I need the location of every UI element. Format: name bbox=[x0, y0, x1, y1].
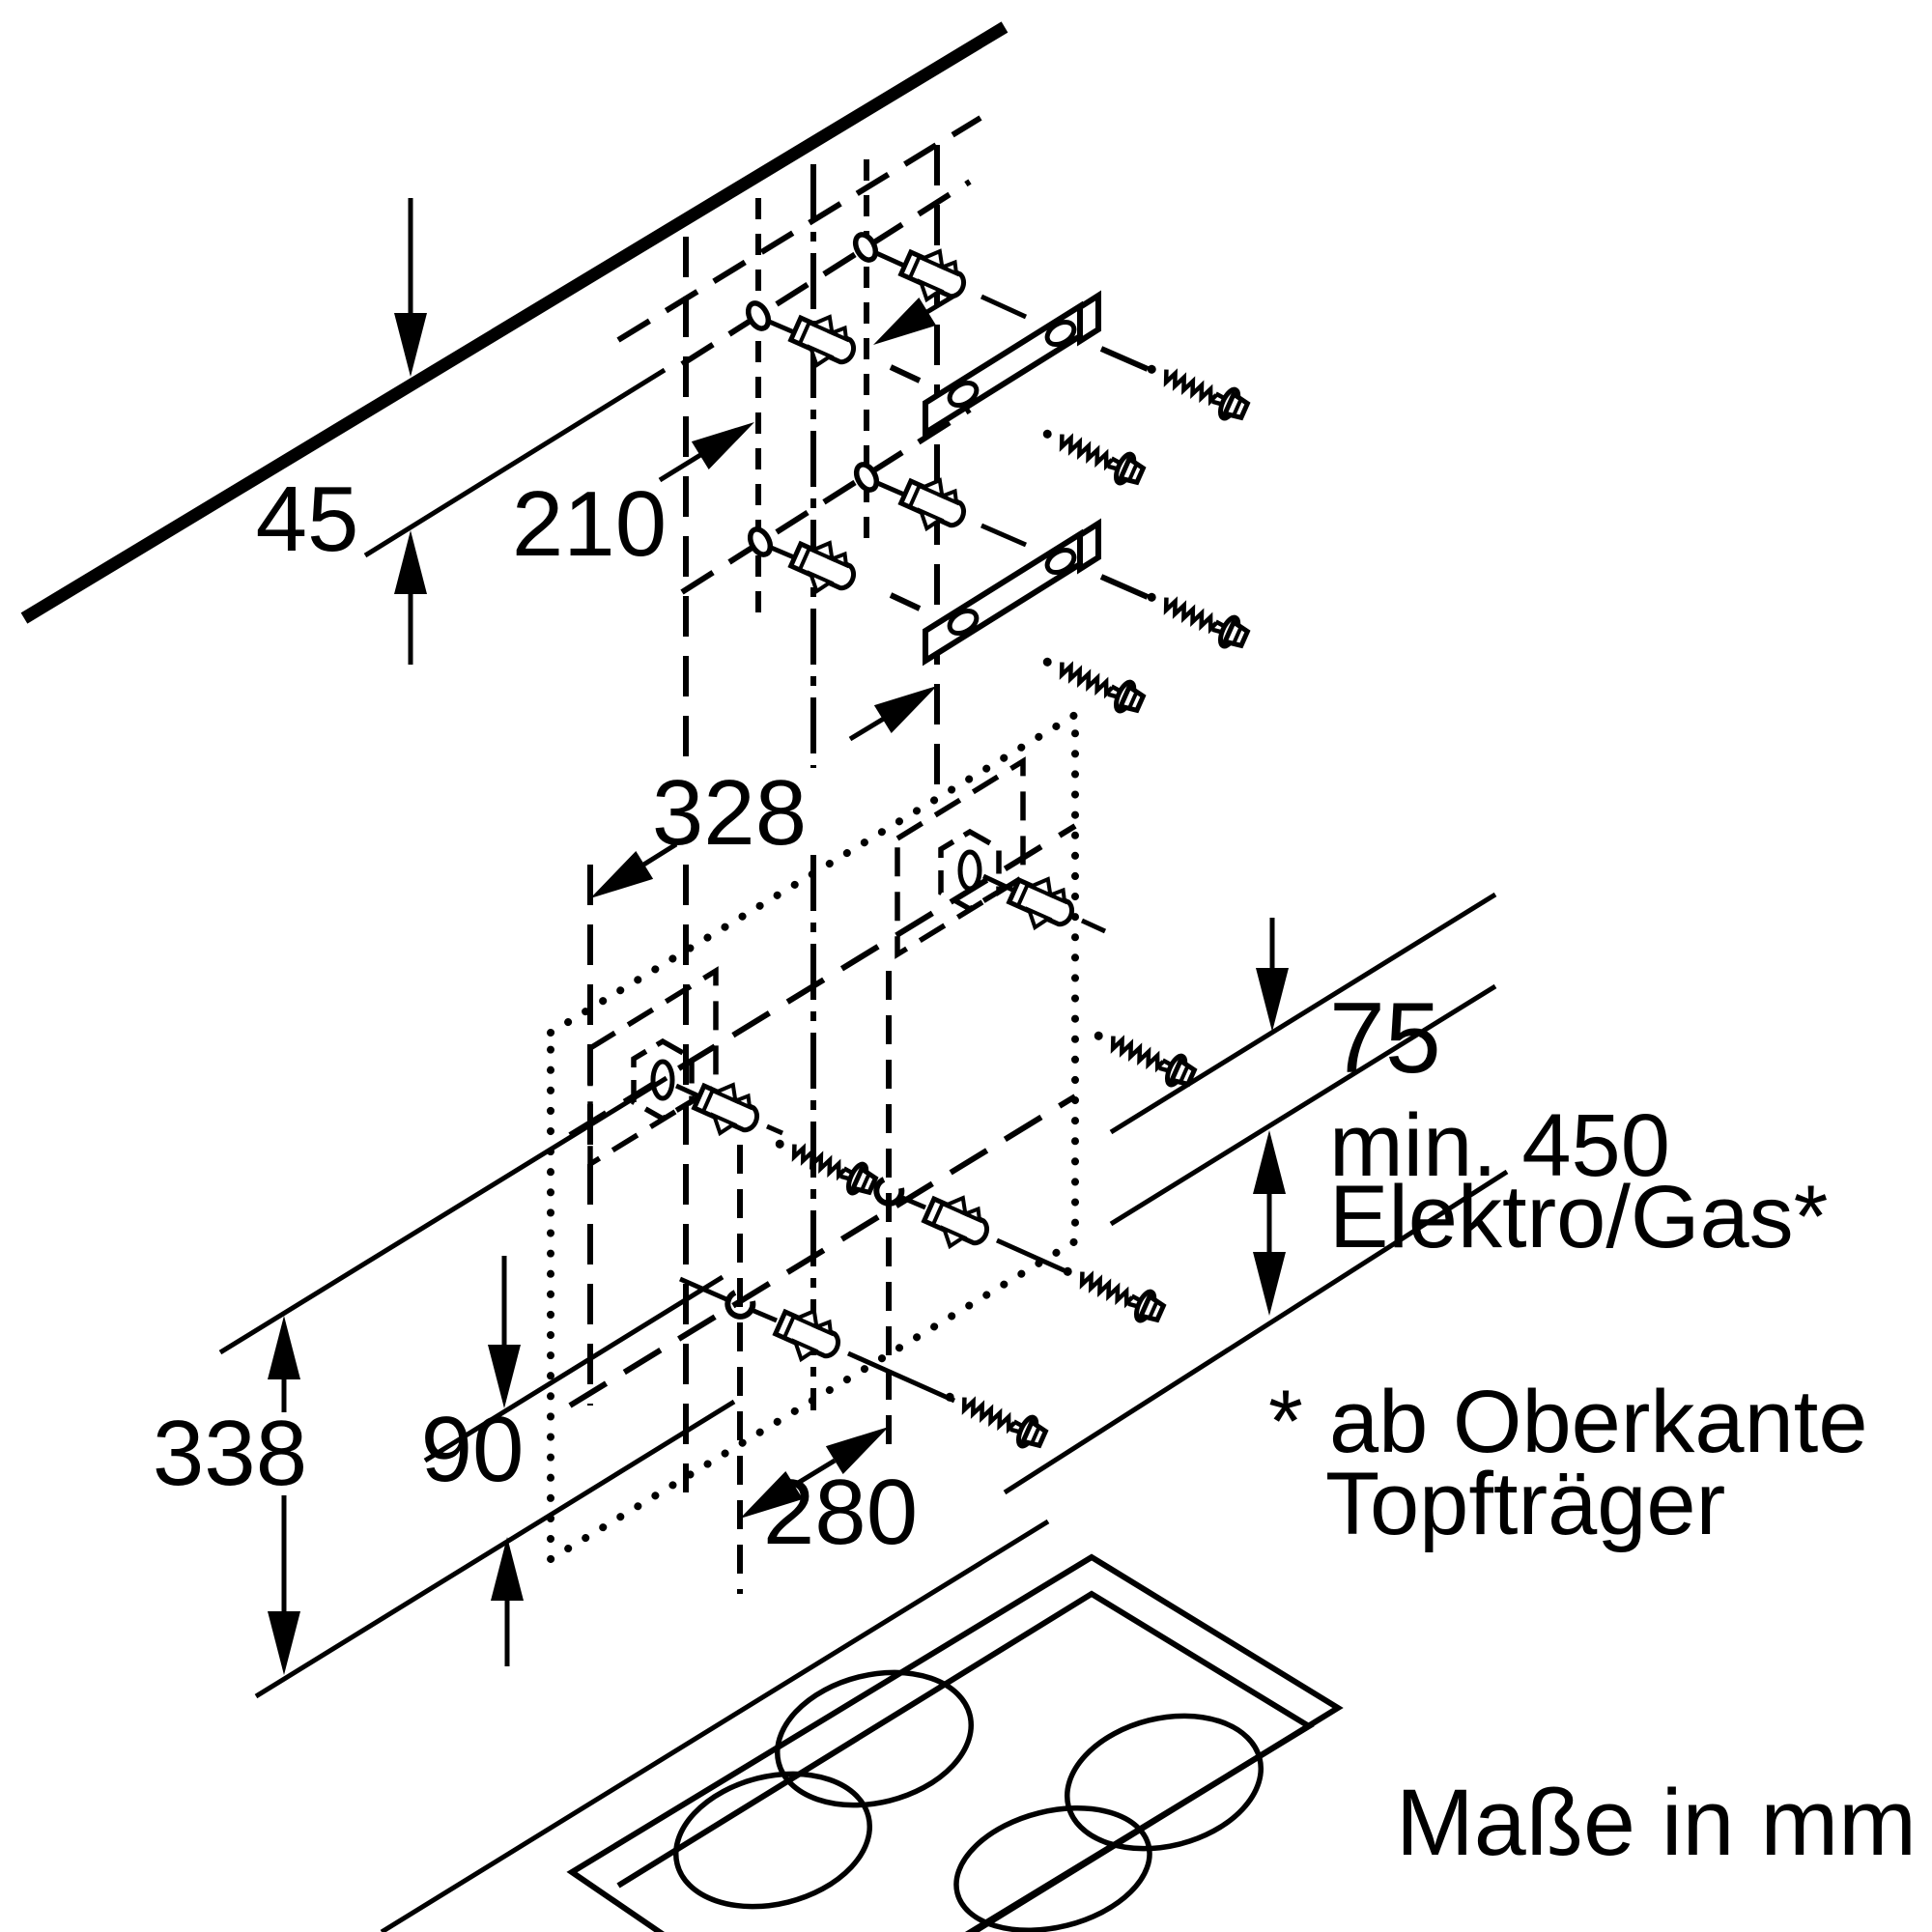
right-reference-lines bbox=[1003, 892, 1509, 1495]
mounting-bracket-1 bbox=[891, 296, 1251, 490]
footnote-star: * bbox=[1268, 1373, 1303, 1471]
mounting-bracket-2 bbox=[891, 524, 1251, 718]
dimension-338 bbox=[268, 1316, 300, 1675]
footnote-line1: ab Oberkante bbox=[1329, 1373, 1867, 1471]
dimension-328 bbox=[582, 671, 946, 913]
screw-icon bbox=[1142, 354, 1251, 425]
counter-line bbox=[380, 1519, 1050, 1932]
dim-45-label: 45 bbox=[256, 468, 359, 571]
cooktop bbox=[566, 1553, 1344, 1932]
dimension-210 bbox=[658, 408, 763, 483]
dim-328-label: 328 bbox=[652, 761, 807, 865]
dim-min450-type-label: Elektro/Gas* bbox=[1329, 1168, 1828, 1266]
drill-hole-row1 bbox=[744, 231, 1028, 376]
dim-min450-label: min. 450 bbox=[1329, 1096, 1670, 1195]
dimension-min450 bbox=[1253, 1130, 1286, 1316]
drill-hole-row2 bbox=[746, 461, 1027, 602]
dimension-280 bbox=[731, 1412, 897, 1533]
dim-338-label: 338 bbox=[153, 1402, 307, 1505]
burner-icon bbox=[953, 1805, 1152, 1932]
lower-fixing-right bbox=[876, 1179, 1166, 1327]
drill-hole bbox=[851, 231, 879, 263]
hood-outline bbox=[547, 707, 1079, 1567]
left-reference-lines bbox=[218, 1075, 736, 1699]
ceiling-offset-line bbox=[363, 367, 667, 558]
marking-lines bbox=[568, 115, 1077, 1408]
dim-75-label: 75 bbox=[1329, 982, 1441, 1094]
ceiling-line bbox=[20, 21, 1009, 624]
dim-210-label: 210 bbox=[512, 472, 667, 576]
keyhole-fixing-left bbox=[634, 1041, 879, 1200]
dimension-45 bbox=[394, 198, 427, 665]
dimension-75 bbox=[1256, 918, 1289, 1032]
footnote-line2: Topfträger bbox=[1325, 1455, 1725, 1553]
insert-arrow-icon bbox=[865, 297, 937, 359]
dimension-90 bbox=[488, 1256, 524, 1666]
units-label: Maße in mm bbox=[1396, 1770, 1917, 1875]
dim-90-label: 90 bbox=[421, 1398, 525, 1501]
keyhole-fixing-right bbox=[941, 832, 1198, 1092]
dim-280-label: 280 bbox=[763, 1461, 918, 1564]
